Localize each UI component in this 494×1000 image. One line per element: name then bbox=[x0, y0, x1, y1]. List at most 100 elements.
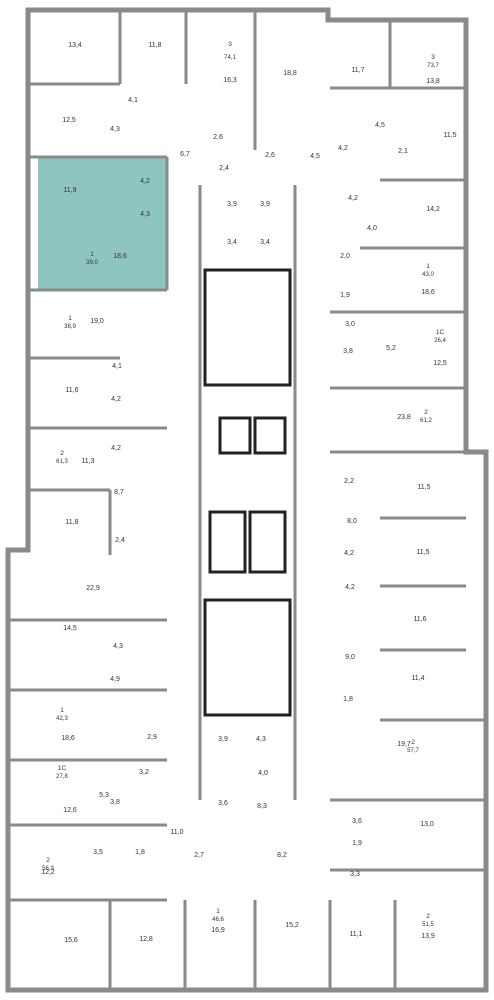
room-area-label: 8,2 bbox=[277, 852, 287, 859]
room-area-label: 2,2 bbox=[344, 478, 354, 485]
room-area-label: 3,9 bbox=[218, 736, 228, 743]
highlighted-hall-area: 4,3 bbox=[140, 211, 150, 218]
room-area-label: 12,5 bbox=[433, 360, 447, 367]
elevators-bottom bbox=[208, 510, 287, 574]
room-area-label: 12,2 bbox=[41, 869, 55, 876]
room-area-label: 11,5 bbox=[416, 549, 429, 556]
room-area-label: 18,6 bbox=[61, 735, 75, 742]
room-area-label: 15,6 bbox=[64, 937, 78, 944]
room-area-label: 11,7 bbox=[351, 67, 364, 74]
room-area-label: 11,5 bbox=[443, 132, 456, 139]
room-area-label: 3,9 bbox=[227, 201, 237, 208]
room-area-label: 3,2 bbox=[139, 769, 149, 776]
stair-core-top bbox=[203, 268, 292, 387]
room-area-label: 11,4 bbox=[411, 675, 424, 682]
apt-area: 56,9 bbox=[42, 866, 54, 872]
room-area-label: 1,8 bbox=[135, 849, 145, 856]
room-area-label: 3,0 bbox=[345, 321, 355, 328]
room-area-label: 2,0 bbox=[340, 253, 350, 260]
apt-rooms: 1 bbox=[426, 263, 430, 270]
room-area-label: 4,2 bbox=[338, 145, 348, 152]
highlighted-bedroom-area: 11,9 bbox=[63, 187, 76, 194]
room-area-label: 3,3 bbox=[350, 871, 360, 878]
apt-area: 73,7 bbox=[427, 63, 439, 69]
room-area-label: 4,1 bbox=[112, 363, 122, 370]
apt-area: 57,7 bbox=[407, 748, 419, 754]
room-area-label: 4,0 bbox=[367, 225, 377, 232]
room-area-label: 13,8 bbox=[426, 78, 440, 85]
room-area-label: 2,1 bbox=[398, 148, 408, 155]
room-area-label: 19,0 bbox=[90, 318, 104, 325]
room-area-label: 4,5 bbox=[310, 153, 320, 160]
room-area-label: 3,6 bbox=[218, 800, 228, 807]
room-area-label: 11,6 bbox=[413, 616, 426, 623]
room-area-label: 16,3 bbox=[223, 77, 237, 84]
room-area-label: 4,3 bbox=[256, 736, 266, 743]
room-area-label: 4,3 bbox=[113, 643, 123, 650]
apt-area: 74,1 bbox=[224, 55, 236, 61]
room-area-label: 2,9 bbox=[147, 734, 157, 741]
apt-area: 46,6 bbox=[212, 917, 224, 923]
highlighted-bath-area: 4,2 bbox=[140, 178, 150, 185]
room-area-label: 4,3 bbox=[110, 126, 120, 133]
room-area-label: 11,1 bbox=[349, 931, 362, 938]
room-area-label: 12,5 bbox=[62, 117, 76, 124]
room-area-label: 11,6 bbox=[65, 387, 78, 394]
room-area-label: 23,8 bbox=[397, 414, 411, 421]
room-area-label: 14,2 bbox=[426, 206, 440, 213]
room-area-label: 4,0 bbox=[258, 770, 268, 777]
apt-rooms: 3 bbox=[228, 41, 232, 48]
room-area-label: 1,9 bbox=[340, 292, 350, 299]
room-area-label: 4,5 bbox=[375, 122, 385, 129]
room-area-label: 1,9 bbox=[352, 840, 362, 847]
room-area-label: 9,0 bbox=[345, 654, 355, 661]
highlighted-living-area: 18,6 bbox=[113, 253, 127, 260]
elevators-top bbox=[218, 416, 287, 455]
apt-rooms: 1 bbox=[68, 315, 72, 322]
apt-rooms: 1С bbox=[436, 329, 445, 336]
highlighted-rooms: 1 bbox=[90, 251, 94, 258]
apt-area: 43,0 bbox=[422, 272, 434, 278]
room-area-label: 13,0 bbox=[420, 821, 434, 828]
apt-area: 27,8 bbox=[56, 774, 68, 780]
room-area-label: 1,8 bbox=[343, 696, 353, 703]
room-area-label: 4,2 bbox=[111, 396, 121, 403]
apt-rooms: 2 bbox=[424, 409, 428, 416]
room-area-label: 16,9 bbox=[211, 927, 225, 934]
room-area-label: 11,3 bbox=[81, 458, 94, 465]
room-area-label: 3,8 bbox=[343, 348, 353, 355]
room-area-label: 8,3 bbox=[257, 803, 267, 810]
room-area-label: 2,6 bbox=[213, 134, 223, 141]
room-area-label: 3,8 bbox=[110, 799, 120, 806]
apt-area: 51,5 bbox=[422, 922, 434, 928]
apt-rooms: 2 bbox=[46, 857, 50, 864]
apartment-badges: 3 74,1 3 73,7 1 43,0 1 38,9 1С 26,4 2 61… bbox=[42, 41, 446, 928]
apt-rooms: 2 bbox=[411, 739, 415, 746]
apt-rooms: 3 bbox=[431, 54, 435, 61]
apt-rooms: 2 bbox=[426, 913, 430, 920]
room-area-label: 11,5 bbox=[417, 484, 430, 491]
room-area-label: 4,2 bbox=[348, 195, 358, 202]
room-area-label: 8,0 bbox=[347, 518, 357, 525]
room-area-label: 11,8 bbox=[65, 519, 78, 526]
room-area-label: 3,4 bbox=[227, 239, 237, 246]
room-area-label: 22,9 bbox=[86, 585, 100, 592]
room-area-label: 8,7 bbox=[114, 489, 124, 496]
room-area-label: 3,4 bbox=[260, 239, 270, 246]
room-area-label: 18,8 bbox=[283, 70, 297, 77]
room-area-label: 11,8 bbox=[148, 42, 161, 49]
room-area-label: 14,5 bbox=[63, 625, 77, 632]
highlighted-apartment[interactable] bbox=[38, 157, 167, 290]
room-area-label: 5,2 bbox=[386, 345, 396, 352]
room-area-label: 2,4 bbox=[115, 537, 125, 544]
apt-area: 42,3 bbox=[56, 716, 68, 722]
apt-area: 61,2 bbox=[420, 418, 432, 424]
room-area-label: 4,2 bbox=[111, 445, 121, 452]
room-area-label: 5,3 bbox=[99, 792, 109, 799]
room-area-label: 4,9 bbox=[110, 676, 120, 683]
apt-area: 38,9 bbox=[64, 324, 76, 330]
outer-walls bbox=[5, 7, 489, 993]
interior-walls bbox=[8, 10, 486, 990]
